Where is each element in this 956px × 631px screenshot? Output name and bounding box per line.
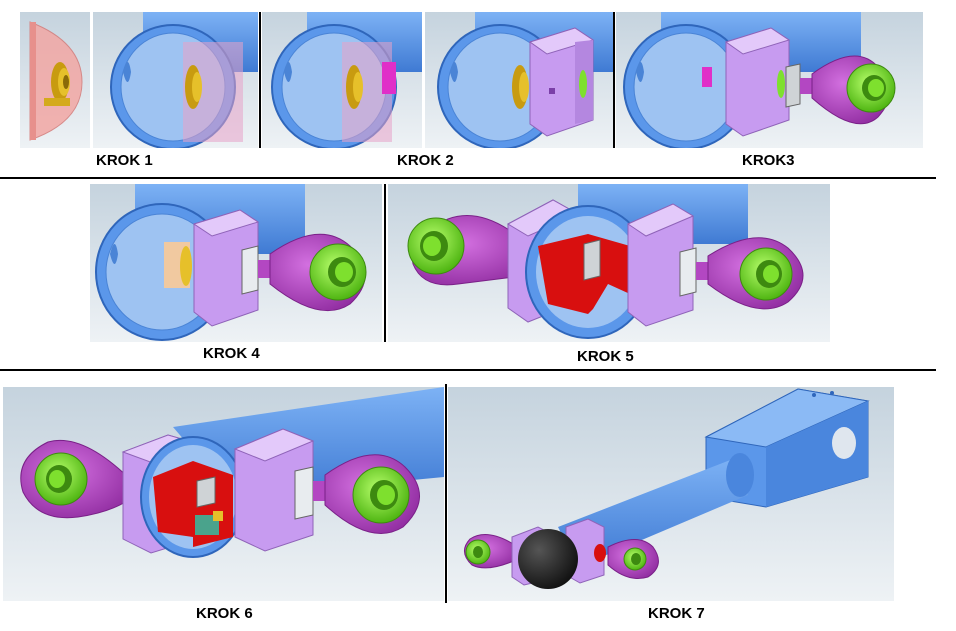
step2-tube-panel-b — [425, 12, 613, 148]
end-cap-icon — [448, 387, 894, 601]
hex-nut-icon — [241, 245, 259, 295]
hex-nut-icon — [382, 62, 396, 94]
row-divider-1 — [0, 177, 936, 179]
step5-panel — [388, 184, 830, 342]
step3-panel — [616, 12, 923, 148]
step1-part-panel — [20, 12, 90, 148]
end-cap-icon — [518, 529, 578, 589]
step7-label: KROK 7 — [648, 605, 705, 622]
hex-nut-icon — [583, 239, 601, 281]
tube-cutaway-icon — [20, 12, 90, 148]
step4-label: KROK 4 — [203, 345, 260, 362]
step4-panel — [90, 184, 382, 342]
row1-divider-a — [259, 12, 261, 148]
hex-nut-icon — [785, 63, 801, 108]
step2-label: KROK 2 — [397, 152, 454, 169]
row-divider-2 — [0, 369, 936, 371]
step6-panel — [3, 387, 444, 601]
rod-eye-icon — [616, 12, 923, 148]
row3-divider — [445, 384, 447, 603]
step7-panel — [448, 387, 894, 601]
tube-cutaway-icon — [3, 387, 444, 601]
clamp-block-icon — [90, 184, 382, 342]
clamp-block-icon — [425, 12, 613, 148]
tube-cutaway-icon — [388, 184, 830, 342]
step5-label: KROK 5 — [577, 348, 634, 365]
tube-cutaway-icon — [262, 12, 422, 148]
tube-cutaway-icon — [93, 12, 258, 148]
row2-divider — [384, 184, 386, 342]
step3-label: KROK3 — [742, 152, 795, 169]
step6-label: KROK 6 — [196, 605, 253, 622]
step1-label: KROK 1 — [96, 152, 153, 169]
hex-nut-icon — [196, 476, 216, 508]
row1-divider-b — [613, 12, 615, 148]
step2-tube-panel-a — [262, 12, 422, 148]
step1-tube-panel — [93, 12, 258, 148]
